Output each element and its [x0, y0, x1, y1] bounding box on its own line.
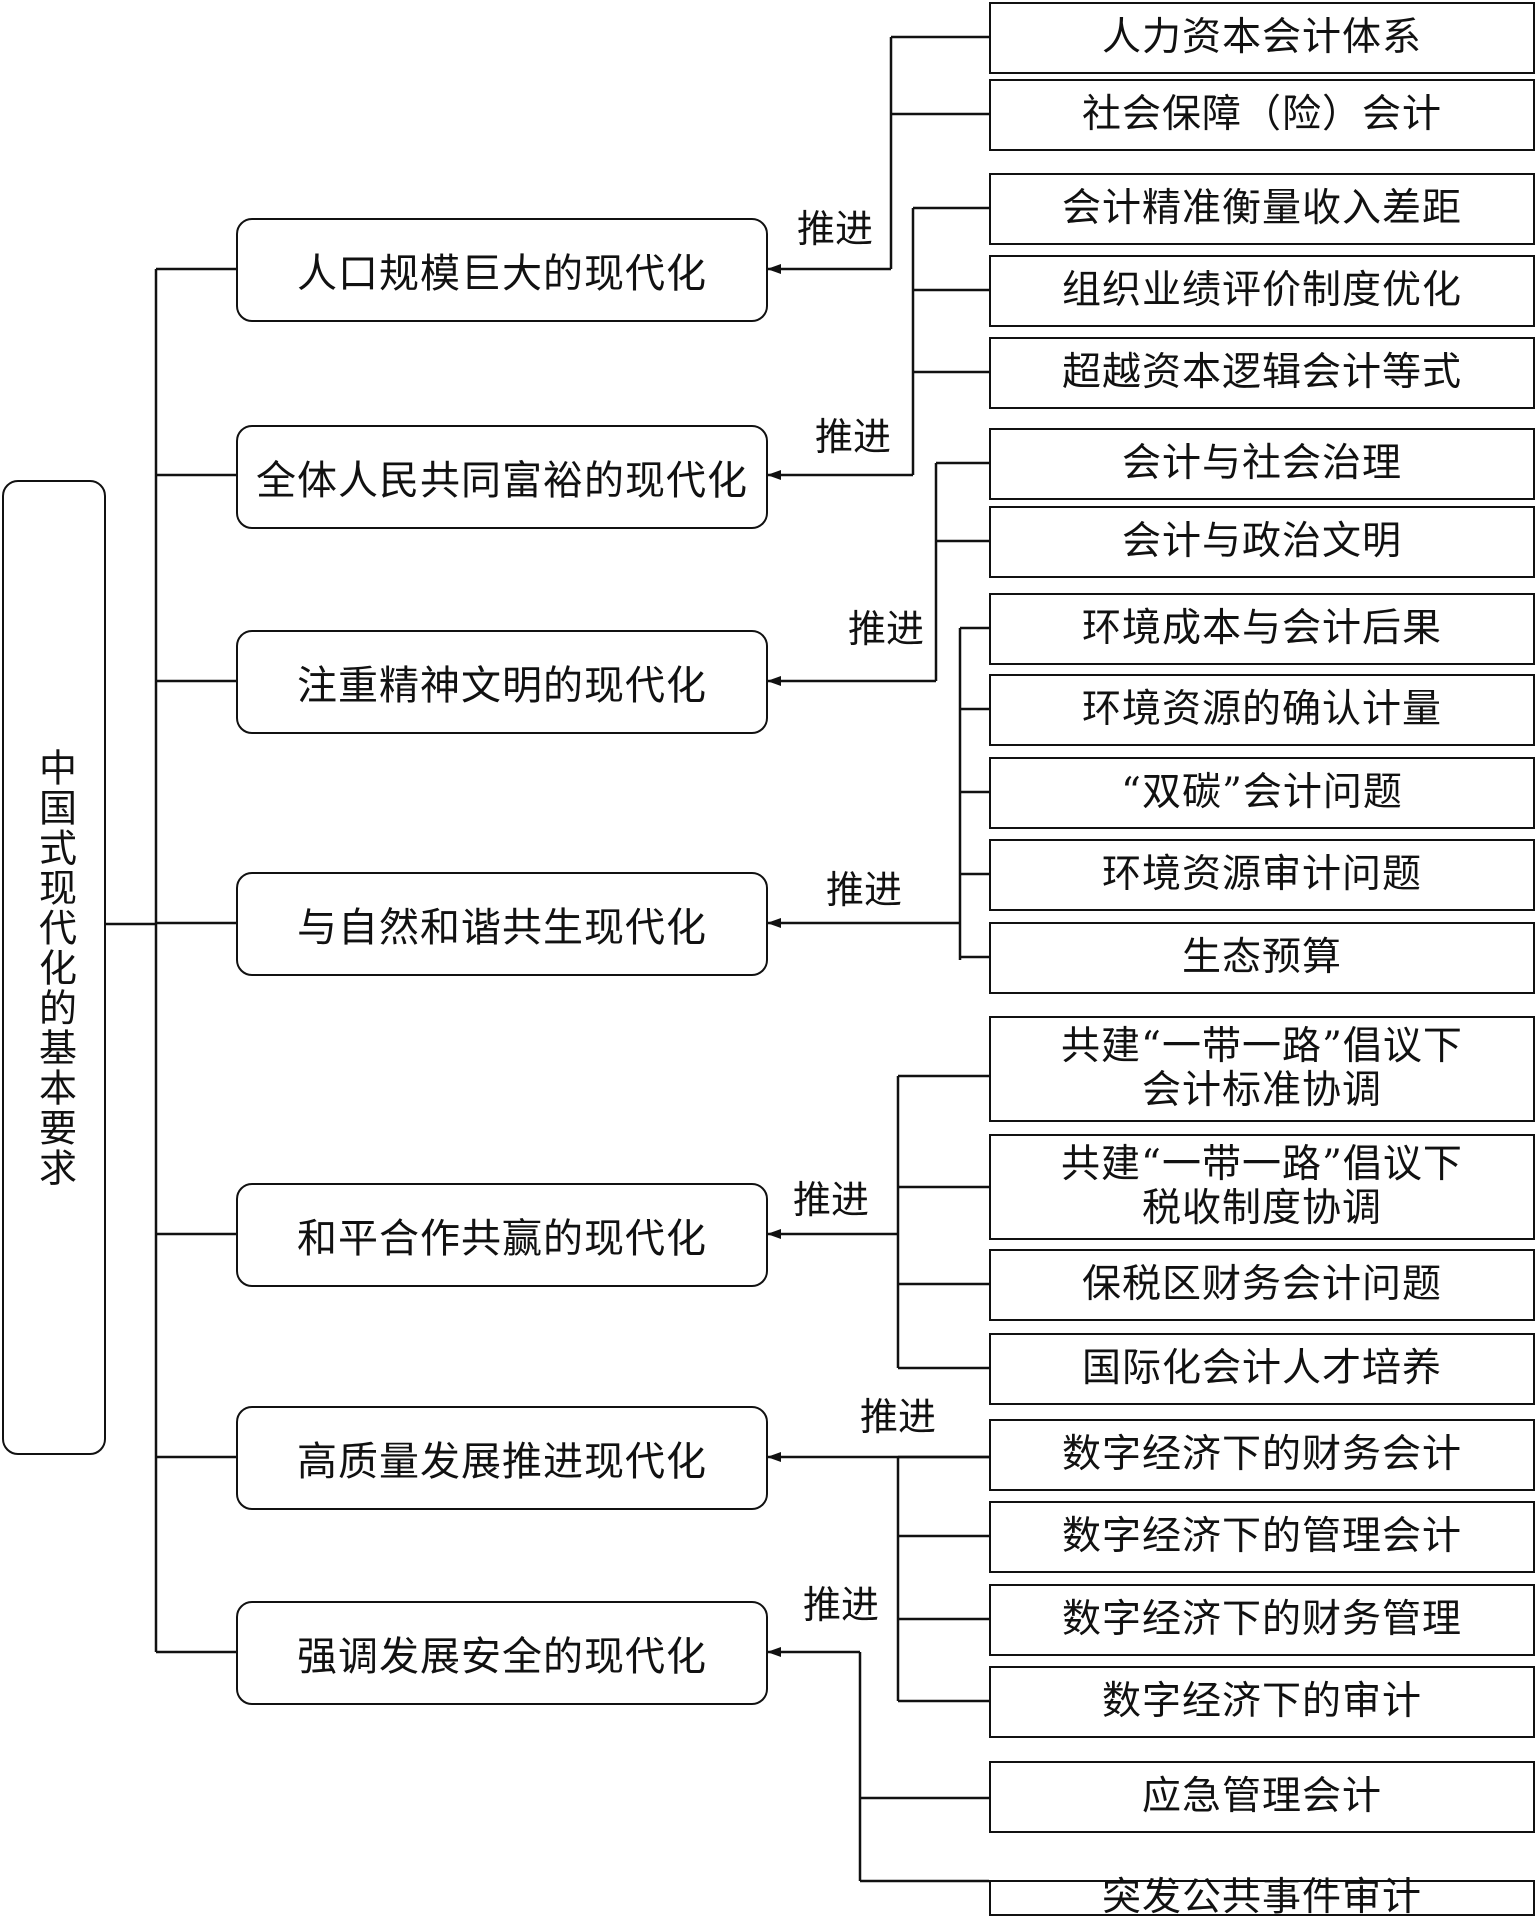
item-line: 会计与社会治理: [1121, 441, 1402, 486]
item-text: 环境资源审计问题: [1102, 853, 1422, 897]
item-line: 数字经济下的财务管理: [1061, 1597, 1462, 1642]
item-text: 共建“一带一路”倡议下会计标准协调: [1061, 1025, 1463, 1113]
item-text: 社会保障（险）会计: [1082, 93, 1442, 137]
item-line: 会计标准协调: [1141, 1068, 1382, 1113]
item-text: 国际化会计人才培养: [1082, 1347, 1442, 1391]
requirement-box-high-quality: 高质量发展推进现代化: [236, 1406, 768, 1510]
item-text: 突发公共事件审计: [1102, 1876, 1422, 1920]
requirement-box-nature-harmony: 与自然和谐共生现代化: [236, 872, 768, 976]
item-environment-audit: 环境资源审计问题: [989, 839, 1535, 911]
item-text: “双碳”会计问题: [1121, 771, 1403, 815]
item-text: 数字经济下的财务管理: [1062, 1598, 1462, 1642]
requirement-box-common-prosperity: 全体人民共同富裕的现代化: [236, 425, 768, 529]
item-line: 保税区财务会计问题: [1081, 1262, 1442, 1307]
item-public-event-audit: 突发公共事件审计: [989, 1876, 1535, 1920]
item-digital-financial-management: 数字经济下的财务管理: [989, 1584, 1535, 1656]
item-performance-evaluation: 组织业绩评价制度优化: [989, 255, 1535, 327]
item-belt-road-tax: 共建“一带一路”倡议下税收制度协调: [989, 1134, 1535, 1240]
arrow-label: 推进: [826, 868, 903, 912]
item-line: 共建“一带一路”倡议下: [1061, 1142, 1463, 1187]
arrow-label: 推进: [848, 607, 925, 651]
requirement-label: 注重精神文明的现代化: [297, 663, 707, 709]
item-line: 共建“一带一路”倡议下: [1061, 1024, 1463, 1069]
requirement-label: 人口规模巨大的现代化: [297, 251, 707, 297]
item-text: 会计与政治文明: [1122, 520, 1402, 564]
item-text: 会计与社会治理: [1122, 442, 1402, 486]
item-line: 环境成本与会计后果: [1081, 606, 1442, 651]
item-belt-road-standards: 共建“一带一路”倡议下会计标准协调: [989, 1016, 1535, 1122]
arrow-label: 推进: [860, 1395, 937, 1439]
item-ecological-budget: 生态预算: [989, 922, 1535, 994]
item-digital-financial-accounting: 数字经济下的财务会计: [989, 1419, 1535, 1491]
item-social-governance: 会计与社会治理: [989, 428, 1535, 500]
item-environment-measurement: 环境资源的确认计量: [989, 674, 1535, 746]
item-text: 数字经济下的财务会计: [1062, 1433, 1462, 1477]
item-text: 组织业绩评价制度优化: [1062, 269, 1462, 313]
requirement-box-spiritual-civilization: 注重精神文明的现代化: [236, 630, 768, 734]
root-label: 中国式现代化的基本要求: [32, 747, 77, 1188]
arrow-label: 推进: [797, 207, 874, 251]
item-text: 数字经济下的管理会计: [1062, 1515, 1462, 1559]
item-line: 数字经济下的管理会计: [1061, 1514, 1462, 1559]
item-political-civilization: 会计与政治文明: [989, 506, 1535, 578]
item-text: 数字经济下的审计: [1102, 1680, 1422, 1724]
item-line: 数字经济下的审计: [1101, 1679, 1422, 1724]
item-line: 人力资本会计体系: [1101, 15, 1422, 60]
item-social-security: 社会保障（险）会计: [989, 79, 1535, 151]
item-dual-carbon: “双碳”会计问题: [989, 757, 1535, 829]
item-line: 社会保障（险）会计: [1081, 92, 1442, 137]
item-line: 环境资源审计问题: [1101, 852, 1422, 897]
requirement-label: 强调发展安全的现代化: [297, 1634, 707, 1680]
item-talent-training: 国际化会计人才培养: [989, 1333, 1535, 1405]
requirement-label: 与自然和谐共生现代化: [297, 905, 707, 951]
item-accounting-equation: 超越资本逻辑会计等式: [989, 337, 1535, 409]
item-environment-cost: 环境成本与会计后果: [989, 593, 1535, 665]
item-line: 组织业绩评价制度优化: [1061, 268, 1462, 313]
item-text: 超越资本逻辑会计等式: [1062, 351, 1462, 395]
item-line: 环境资源的确认计量: [1081, 687, 1442, 732]
item-text: 共建“一带一路”倡议下税收制度协调: [1061, 1143, 1463, 1231]
item-digital-management-accounting: 数字经济下的管理会计: [989, 1501, 1535, 1573]
arrow-label: 推进: [815, 415, 892, 459]
item-line: 国际化会计人才培养: [1081, 1346, 1442, 1391]
requirement-box-population: 人口规模巨大的现代化: [236, 218, 768, 322]
item-line: 生态预算: [1181, 935, 1342, 980]
item-line: 突发公共事件审计: [1101, 1875, 1422, 1920]
item-text: 生态预算: [1182, 936, 1342, 980]
item-text: 应急管理会计: [1142, 1775, 1382, 1819]
requirement-box-security: 强调发展安全的现代化: [236, 1601, 768, 1705]
item-line: “双碳”会计问题: [1121, 770, 1403, 815]
requirement-label: 全体人民共同富裕的现代化: [256, 458, 748, 504]
requirement-box-peace-cooperation: 和平合作共赢的现代化: [236, 1183, 768, 1287]
item-text: 人力资本会计体系: [1102, 16, 1422, 60]
root-box: 中国式现代化的基本要求: [2, 480, 106, 1455]
item-line: 会计精准衡量收入差距: [1061, 186, 1462, 231]
item-bonded-zone: 保税区财务会计问题: [989, 1249, 1535, 1321]
item-emergency-accounting: 应急管理会计: [989, 1761, 1535, 1833]
item-digital-audit: 数字经济下的审计: [989, 1666, 1535, 1738]
item-line: 数字经济下的财务会计: [1061, 1432, 1462, 1477]
item-text: 环境资源的确认计量: [1082, 688, 1442, 732]
item-line: 税收制度协调: [1141, 1186, 1382, 1231]
requirement-label: 和平合作共赢的现代化: [297, 1216, 707, 1262]
item-human-capital: 人力资本会计体系: [989, 2, 1535, 74]
item-income-gap: 会计精准衡量收入差距: [989, 173, 1535, 245]
item-text: 会计精准衡量收入差距: [1062, 187, 1462, 231]
item-line: 会计与政治文明: [1121, 519, 1402, 564]
requirement-label: 高质量发展推进现代化: [297, 1439, 707, 1485]
item-text: 保税区财务会计问题: [1082, 1263, 1442, 1307]
item-line: 应急管理会计: [1141, 1774, 1382, 1819]
item-text: 环境成本与会计后果: [1082, 607, 1442, 651]
item-line: 超越资本逻辑会计等式: [1061, 350, 1462, 395]
arrow-label: 推进: [803, 1583, 880, 1627]
arrow-label: 推进: [793, 1178, 870, 1222]
